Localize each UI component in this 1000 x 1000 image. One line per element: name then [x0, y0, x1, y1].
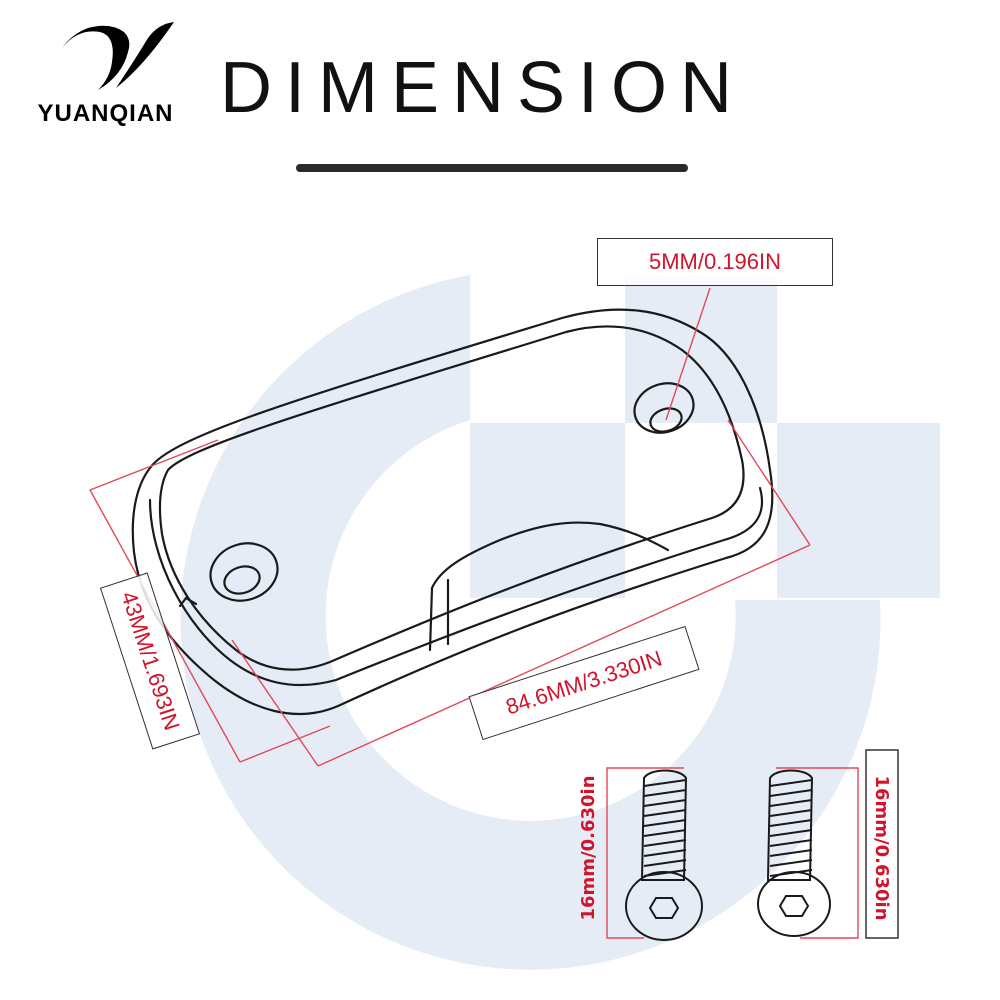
watermark-square-right	[777, 423, 940, 598]
screw-right-dimension-bracket	[776, 767, 859, 939]
brand-logo: YUANQIAN	[18, 18, 193, 128]
screw-left	[625, 769, 703, 941]
page-title: DIMENSION	[220, 48, 746, 128]
cap-raised-ridge	[428, 521, 670, 652]
width-extension-bottom	[239, 725, 331, 763]
cap-notch	[178, 596, 198, 608]
length-extension-right	[727, 419, 811, 546]
screw-left-length-label: 16mm/0.630in	[577, 775, 599, 921]
cap-hole-left-inner	[223, 565, 261, 595]
screw-right-hex-icon	[778, 895, 810, 917]
cap-hole-right-inner	[649, 407, 683, 433]
cap-inner-face	[158, 325, 745, 671]
hole-diameter-label: 5MM/0.196IN	[597, 238, 833, 286]
screw-right-shank	[766, 769, 814, 881]
brand-logo-mark-icon	[62, 22, 174, 90]
watermark-arc	[180, 275, 881, 970]
screw-right-length-label: 16mm/0.630in	[871, 775, 893, 921]
width-extension-top	[89, 439, 219, 491]
screw-left-dimension-bracket	[606, 767, 684, 939]
screw-left-hex-icon	[648, 897, 680, 919]
screw-left-head	[625, 871, 703, 941]
length-extension-left	[231, 639, 319, 767]
screw-right	[757, 769, 831, 937]
brand-name: YUANQIAN	[37, 100, 174, 127]
cap-hole-left-outer	[209, 542, 279, 602]
screw-right-threads	[769, 779, 813, 877]
hole-leader-line	[665, 287, 711, 421]
watermark-square-left	[470, 423, 625, 598]
cap-outer-outline	[131, 308, 774, 716]
screw-right-label-frame	[865, 749, 899, 939]
length-dimension-line	[317, 544, 811, 767]
screw-left-shank	[640, 769, 688, 881]
title-underline	[296, 164, 688, 172]
cap-rim-step	[148, 486, 764, 687]
screw-right-head	[757, 871, 831, 937]
screw-left-threads	[643, 779, 687, 877]
